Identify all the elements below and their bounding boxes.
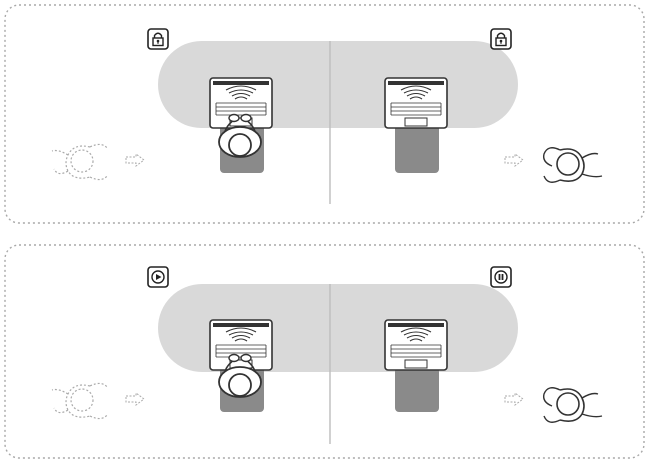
lock-icon [491, 29, 511, 49]
laptop-icon [385, 320, 447, 370]
lock-panel [5, 5, 644, 223]
leaving-user-icon [544, 148, 602, 183]
approaching-user-icon [52, 144, 108, 179]
pause-icon [491, 267, 511, 287]
laptop-icon [210, 320, 272, 370]
arrow-right-icon [505, 393, 523, 405]
chair [395, 364, 439, 412]
media-panel [5, 245, 644, 458]
arrow-right-icon [505, 154, 523, 166]
chair [395, 125, 439, 173]
approaching-user-icon [52, 383, 108, 418]
leaving-user-icon [544, 388, 602, 423]
lock-icon [148, 29, 168, 49]
arrow-right-icon [126, 393, 144, 405]
play-icon [148, 267, 168, 287]
laptop-icon [385, 78, 447, 128]
arrow-right-icon [126, 154, 144, 166]
laptop-icon [210, 78, 272, 128]
